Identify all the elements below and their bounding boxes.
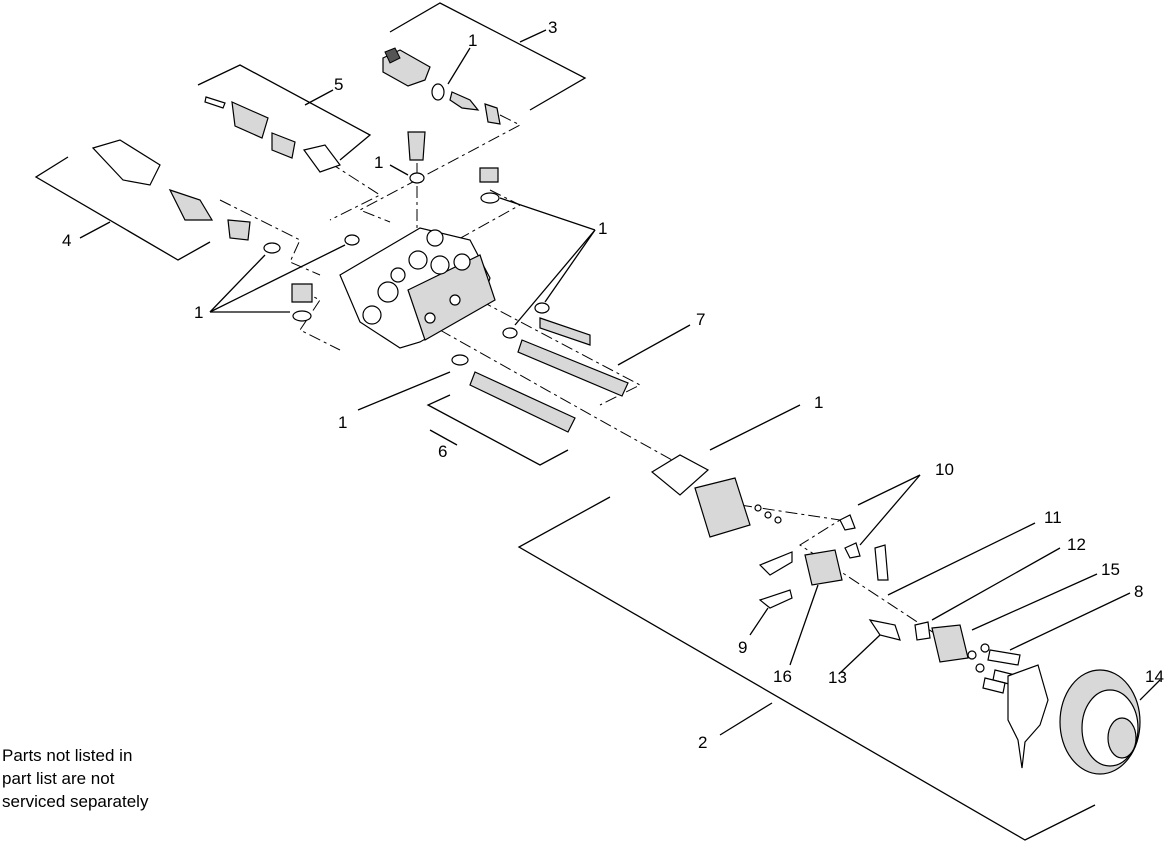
callout-12: 12 xyxy=(1067,535,1086,554)
callout-10: 10 xyxy=(935,460,954,479)
callout-1-top: 1 xyxy=(468,31,477,50)
callout-11: 11 xyxy=(1044,508,1062,527)
bracket-3 xyxy=(389,2,587,111)
linkage-parts xyxy=(758,514,1021,694)
callout-1-plate: 1 xyxy=(814,393,823,412)
flow-valve-4 xyxy=(91,139,281,254)
callout-8: 8 xyxy=(1134,582,1143,601)
service-note-line-2: part list are not xyxy=(2,769,115,788)
callout-4: 4 xyxy=(62,231,71,250)
callout-7: 7 xyxy=(696,310,705,329)
service-note: Parts not listed in part list are not se… xyxy=(2,744,148,813)
callout-16: 16 xyxy=(773,667,792,686)
valve-body xyxy=(339,227,496,349)
spools xyxy=(451,302,629,433)
callout-13: 13 xyxy=(828,668,847,687)
centerline-4 xyxy=(219,199,321,276)
boot-14 xyxy=(1007,664,1141,775)
service-note-line-1: Parts not listed in xyxy=(2,746,133,765)
relief-valve-5 xyxy=(204,96,341,173)
group-brackets xyxy=(34,2,1096,841)
callout-14: 14 xyxy=(1145,667,1164,686)
centerline-spool7 xyxy=(459,289,642,406)
callout-5: 5 xyxy=(334,75,343,94)
leader-lines xyxy=(79,29,1161,736)
bracket-5 xyxy=(197,64,372,161)
bracket-2 xyxy=(517,496,1096,841)
callout-6: 6 xyxy=(438,442,447,461)
end-cover xyxy=(650,454,782,538)
bracket-4 xyxy=(34,156,211,261)
callout-1-mid: 1 xyxy=(338,413,347,432)
small-parts-upper xyxy=(291,131,500,322)
callout-15: 15 xyxy=(1101,560,1120,579)
solenoid-cartridge-3 xyxy=(382,47,501,125)
bracket-6 xyxy=(426,394,569,466)
callout-1-stem: 1 xyxy=(374,153,383,172)
centerline-3 xyxy=(358,114,522,223)
callout-9: 9 xyxy=(738,638,747,657)
centerline-lower xyxy=(739,504,961,651)
callout-1-right: 1 xyxy=(598,219,607,238)
callout-1-left: 1 xyxy=(194,303,203,322)
callout-2: 2 xyxy=(698,733,707,752)
callout-3: 3 xyxy=(548,18,557,37)
centerline-spool6 xyxy=(439,329,691,471)
callout-labels: 1 3 5 1 4 1 1 7 1 1 6 10 11 12 15 8 9 16… xyxy=(62,18,1164,752)
service-note-line-3: serviced separately xyxy=(2,792,149,811)
